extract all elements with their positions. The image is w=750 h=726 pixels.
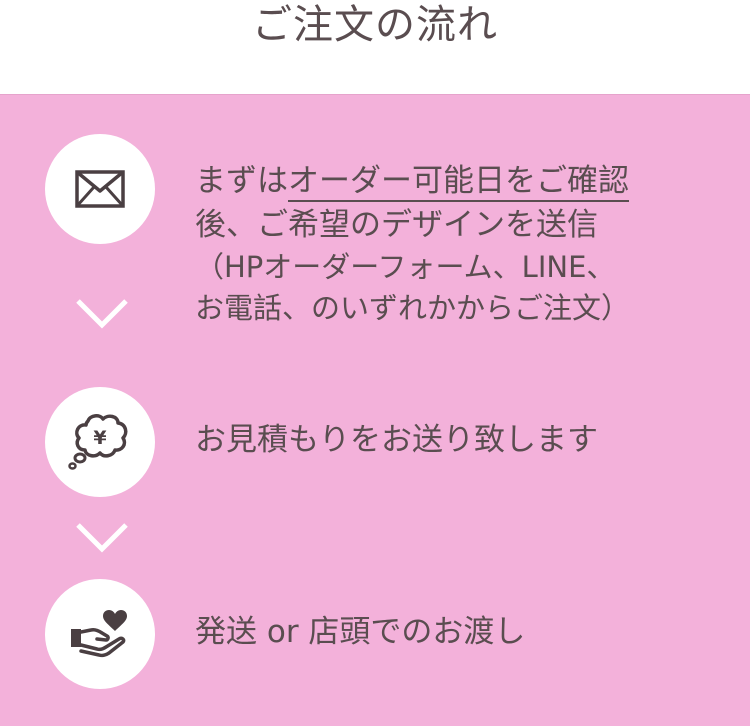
- step-1-pre: まずは: [195, 163, 288, 199]
- order-flow-panel: まずはオーダー可能日をご確認 後、ご希望のデザインを送信 （HPオーダーフォーム…: [0, 94, 750, 726]
- chevron-down-icon: [76, 523, 128, 553]
- order-availability-link[interactable]: オーダー可能日をご確認: [288, 163, 629, 202]
- step-1-line-3: （HPオーダーフォーム、LINE、: [195, 250, 616, 284]
- chevron-down-icon: [76, 299, 128, 329]
- step-1-line-1: まずはオーダー可能日をご確認: [195, 159, 630, 203]
- step-1-line-4: お電話、のいずれかからご注文）: [195, 291, 631, 325]
- yen-speech-bubble-icon: ¥: [68, 414, 128, 470]
- step-2-text: お見積もりをお送り致します: [195, 422, 598, 458]
- step-2-icon-circle: ¥: [45, 387, 155, 497]
- step-3-text: 発送 or 店頭でのお渡し: [195, 614, 526, 650]
- step-1-line-2: 後、ご希望のデザインを送信: [195, 207, 598, 243]
- mail-icon: [75, 170, 125, 208]
- step-1-icon-circle: [45, 134, 155, 244]
- header: ご注文の流れ: [0, 0, 750, 94]
- page-title: ご注文の流れ: [252, 2, 498, 48]
- svg-text:¥: ¥: [93, 427, 106, 449]
- hand-heart-icon: [71, 610, 127, 658]
- step-3-icon-circle: [45, 579, 155, 689]
- step-1-text: まずはオーダー可能日をご確認 後、ご希望のデザインを送信 （HPオーダーフォーム…: [195, 159, 630, 329]
